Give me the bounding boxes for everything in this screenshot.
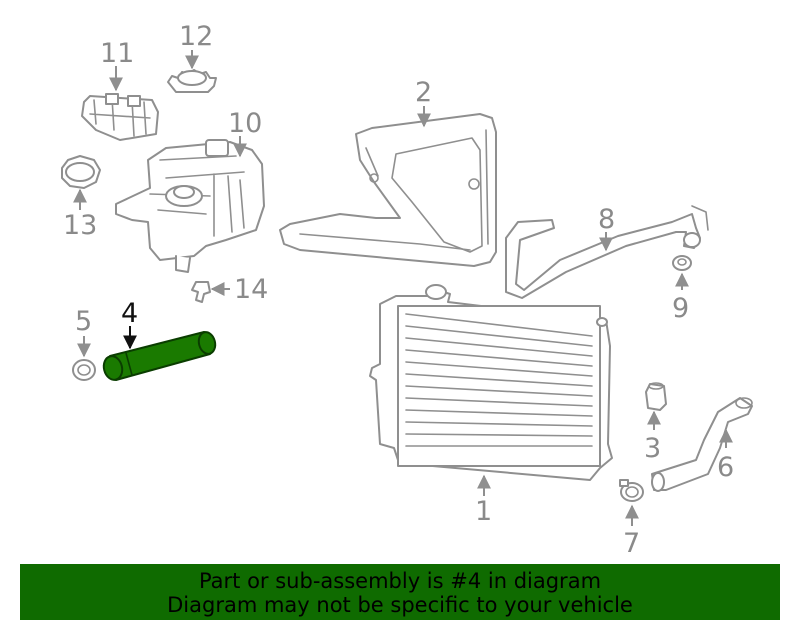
part-7-clamp[interactable] xyxy=(619,479,644,502)
callout-13: 13 xyxy=(63,210,97,241)
part-8-hose[interactable] xyxy=(505,205,709,299)
banner-line-1: Part or sub-assembly is #4 in diagram xyxy=(198,569,602,593)
radiator-fins xyxy=(405,313,593,447)
callout-4: 4 xyxy=(121,298,138,329)
part-13-cap[interactable] xyxy=(61,155,101,189)
callout-14: 14 xyxy=(234,274,268,305)
part-12-cap[interactable] xyxy=(167,69,217,93)
callout-5: 5 xyxy=(75,306,92,337)
callout-8: 8 xyxy=(598,204,615,235)
callout-7: 7 xyxy=(623,528,640,559)
part-1-radiator[interactable] xyxy=(369,284,613,481)
banner-line-2: Diagram may not be specific to your vehi… xyxy=(167,593,633,617)
info-banner: Part or sub-assembly is #4 in diagram Di… xyxy=(20,564,780,620)
callout-2: 2 xyxy=(415,77,432,108)
part-14-clip[interactable] xyxy=(191,281,211,303)
part-10-reservoir[interactable] xyxy=(115,139,265,273)
part-6-hose[interactable] xyxy=(651,397,753,492)
callout-3: 3 xyxy=(644,433,661,464)
callout-10: 10 xyxy=(228,108,262,139)
callout-1: 1 xyxy=(475,496,492,527)
part-5-clamp[interactable] xyxy=(72,359,96,381)
part-4-hose-highlighted[interactable] xyxy=(101,330,217,381)
callout-9: 9 xyxy=(672,293,689,324)
parts-diagram: 12 11 13 10 14 2 xyxy=(61,21,753,559)
callout-6: 6 xyxy=(717,452,734,483)
part-11-bracket[interactable] xyxy=(81,93,159,141)
part-9-clamp[interactable] xyxy=(672,255,692,271)
callout-12: 12 xyxy=(179,21,213,52)
part-3-fitting[interactable] xyxy=(645,382,667,411)
callout-11: 11 xyxy=(100,38,134,69)
part-2-shroud[interactable] xyxy=(279,113,497,267)
